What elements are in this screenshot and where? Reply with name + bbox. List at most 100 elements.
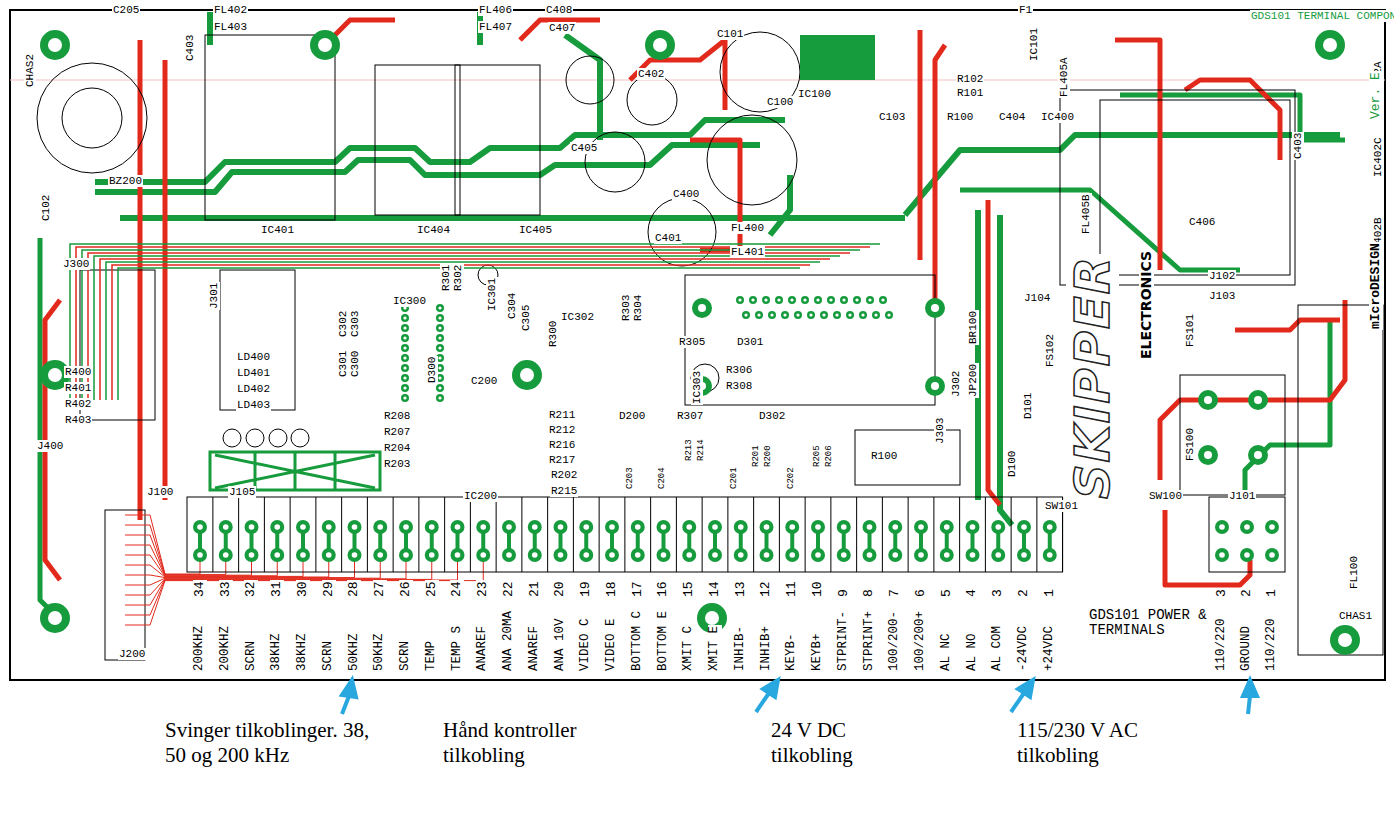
pad-hole <box>868 298 871 301</box>
pad-hole <box>874 313 877 316</box>
pad <box>373 548 387 562</box>
pad <box>502 548 516 562</box>
part-label: C200 <box>470 375 498 387</box>
red-traces <box>45 20 1345 585</box>
part-label: C407 <box>548 22 576 34</box>
callout-text: Hånd kontroller tilkobling <box>443 718 615 768</box>
terminal-name: ANA 10V <box>554 617 568 672</box>
terminal-name: STPRINT- <box>837 610 851 672</box>
pad <box>888 548 902 562</box>
pads <box>40 30 1360 655</box>
part-label: R308 <box>725 380 753 392</box>
terminal-number: 31 <box>270 580 284 598</box>
part-label: IC401 <box>260 224 295 236</box>
terminal-name: BOTTOM E <box>657 610 671 672</box>
pad-hole <box>661 524 667 530</box>
pad <box>682 520 696 534</box>
mounting-hole <box>1323 38 1337 52</box>
pad <box>399 548 413 562</box>
part-label: R214 <box>697 438 707 462</box>
part-label: IC303 <box>691 370 703 405</box>
part-label: FL400 <box>730 222 765 234</box>
green-traces <box>40 12 1345 612</box>
terminal-number: 29 <box>322 580 336 598</box>
pad-hole <box>829 298 832 301</box>
pad <box>436 324 444 332</box>
terminal-name: VIDEO C <box>579 617 593 672</box>
pad <box>193 548 207 562</box>
part-label: C202 <box>787 466 797 490</box>
terminal-number: 34 <box>193 580 207 598</box>
pad-hole <box>796 313 799 316</box>
pad-hole <box>931 304 939 312</box>
pad-hole <box>635 524 641 530</box>
pad <box>749 296 757 304</box>
pad-hole <box>300 552 306 558</box>
part-label: J105 <box>228 486 256 498</box>
terminal-divider <box>212 497 213 572</box>
part-label: LD401 <box>236 367 271 379</box>
pad-hole <box>249 524 255 530</box>
part-label: IC200 <box>463 490 498 502</box>
pad-hole <box>558 552 564 558</box>
terminal-divider <box>470 497 471 572</box>
terminal-name: 100/200+ <box>914 610 928 672</box>
pad-hole <box>686 524 692 530</box>
part-label: FL406 <box>478 4 513 16</box>
pad-hole <box>403 366 406 369</box>
signal-trace <box>100 259 830 400</box>
signal-trace <box>106 262 820 400</box>
pad <box>436 344 444 352</box>
terminal-number: 3 <box>1215 588 1229 598</box>
part-label: R206 <box>825 444 835 468</box>
pad-hole <box>197 524 203 530</box>
part-label: FL405A <box>1058 56 1070 98</box>
pad-hole <box>881 298 884 301</box>
part-label: R100 <box>946 111 974 123</box>
part-label: R216 <box>548 439 576 451</box>
pad-hole <box>738 524 744 530</box>
terminal-divider <box>933 497 934 572</box>
pad <box>193 520 207 534</box>
pad-hole <box>532 524 538 530</box>
part-label: C204 <box>658 466 668 490</box>
part-label: FL403 <box>213 21 248 33</box>
pad <box>1240 520 1254 534</box>
pad-hole <box>352 552 358 558</box>
pad-hole <box>377 552 383 558</box>
pad-hole <box>841 552 847 558</box>
terminal-name: ANA 20MA <box>502 610 516 672</box>
terminal-divider <box>676 497 677 572</box>
pad-hole <box>438 386 441 389</box>
part-label: D101 <box>1022 392 1034 420</box>
terminal-name: XMIT E <box>708 625 722 672</box>
terminal-name: AL NO <box>966 632 980 672</box>
pad-hole <box>995 524 1001 530</box>
part-label: R215 <box>550 485 578 497</box>
pad-hole <box>438 336 441 339</box>
pad <box>579 548 593 562</box>
part-label: IC101 <box>1028 27 1040 62</box>
callout-arrows <box>342 680 1257 714</box>
pad <box>401 334 409 342</box>
pad-hole <box>583 524 589 530</box>
pad-hole <box>764 298 767 301</box>
j100-hatch <box>215 452 375 490</box>
terminal-divider <box>1011 497 1012 572</box>
mounting-hole <box>40 30 70 60</box>
part-label: IC400 <box>1040 111 1075 123</box>
terminal-number: 2 <box>1240 588 1254 598</box>
pad-hole <box>842 298 845 301</box>
part-label: J101 <box>1228 490 1256 502</box>
pad-hole <box>326 552 332 558</box>
pad <box>872 311 880 319</box>
pad <box>692 298 712 318</box>
terminal-divider <box>830 497 831 572</box>
pad <box>866 296 874 304</box>
terminal-divider <box>496 497 497 572</box>
pad-hole <box>326 524 332 530</box>
mounting-hole <box>645 30 675 60</box>
pad <box>682 548 696 562</box>
part-label: D300 <box>426 356 438 384</box>
part-label: R205 <box>813 444 823 468</box>
